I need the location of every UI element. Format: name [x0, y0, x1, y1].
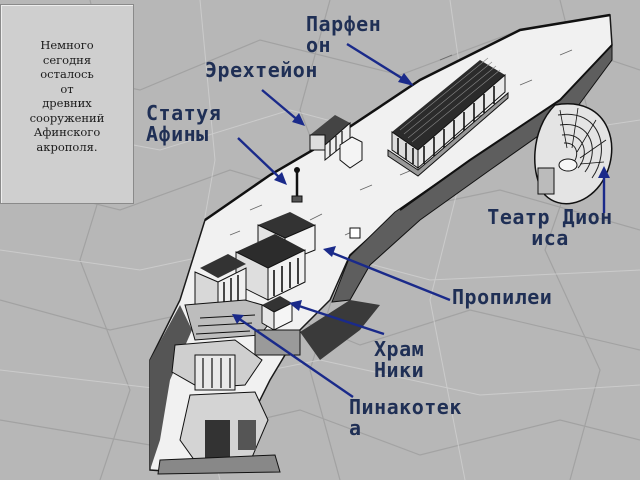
label-erechtheion: Эрехтейон	[205, 58, 318, 82]
label-pinakotheke: Пинакотека	[349, 395, 462, 440]
label-parthenon: Парфенон	[306, 12, 382, 57]
nike-temple	[254, 296, 301, 356]
arrow-pinakotheke	[237, 317, 354, 398]
arrow-nike	[295, 303, 385, 336]
parthenon-building	[387, 57, 509, 177]
arrow-propylaea	[329, 250, 451, 302]
propylaea-complex	[184, 212, 316, 341]
label-propylaea: Пропилеи	[452, 285, 553, 309]
pinakotheke-gate	[157, 339, 281, 475]
label-athena-statue: Статуя Афины	[146, 101, 222, 146]
arrow-athena	[237, 137, 283, 181]
label-theatre-of-dionysus: Театр Диониса	[487, 205, 613, 250]
arrow-parthenon	[346, 42, 409, 84]
athena-statue	[291, 167, 303, 203]
arrow-erechtheion	[261, 89, 301, 123]
callout-arrows	[237, 42, 606, 398]
caption-box: Немного сегодня осталось от древних соор…	[0, 4, 134, 204]
arrow-heads	[232, 73, 610, 324]
label-temple-of-nike: Храм Ники	[374, 337, 425, 382]
altar-block	[349, 227, 361, 239]
dionysus-theatre	[534, 103, 613, 205]
caption-text: Немного сегодня осталось от древних соор…	[29, 38, 105, 154]
erechtheion-building	[309, 115, 363, 169]
